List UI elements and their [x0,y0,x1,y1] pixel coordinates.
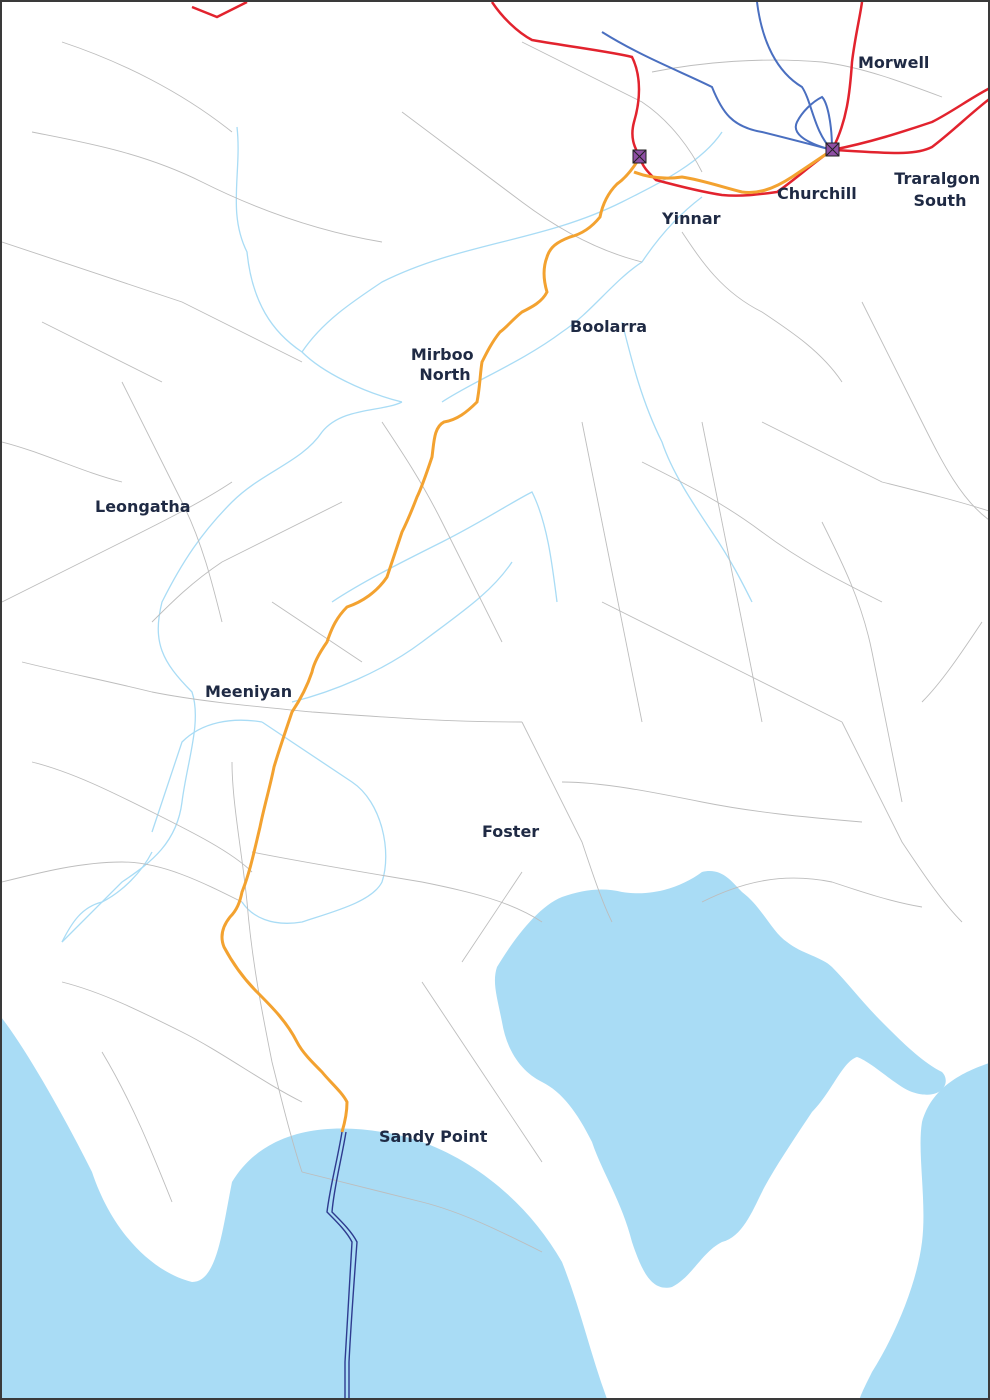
waratah-bay-water [2,1018,607,1398]
town-label-traralgon-south[interactable]: Traralgon South [894,169,985,210]
corner-inlet-water [494,871,946,1288]
town-label-foster[interactable]: Foster [482,822,539,841]
town-labels: Morwell Traralgon South Churchill Yinnar… [95,53,985,1146]
town-label-sandy-point[interactable]: Sandy Point [379,1127,488,1146]
town-label-boolarra[interactable]: Boolarra [570,317,647,336]
town-label-yinnar[interactable]: Yinnar [661,209,721,228]
substation-icon[interactable] [825,142,840,157]
river-layer [61,126,753,943]
bass-strait-water [859,1063,988,1398]
town-label-morwell[interactable]: Morwell [858,53,929,72]
transmission-red-layer [191,2,988,197]
town-label-meeniyan[interactable]: Meeniyan [205,682,292,701]
water-layer [2,871,988,1398]
onshore-route-spur [633,148,833,194]
town-label-churchill[interactable]: Churchill [777,184,857,203]
substation-icon[interactable] [632,149,647,164]
town-label-leongatha[interactable]: Leongatha [95,497,191,516]
town-label-mirboo-north[interactable]: Mirboo North [411,345,479,384]
onshore-route [220,156,642,1133]
offshore-cable [326,1131,358,1398]
road-layer [2,41,988,1253]
transmission-blue-layer [601,2,833,151]
